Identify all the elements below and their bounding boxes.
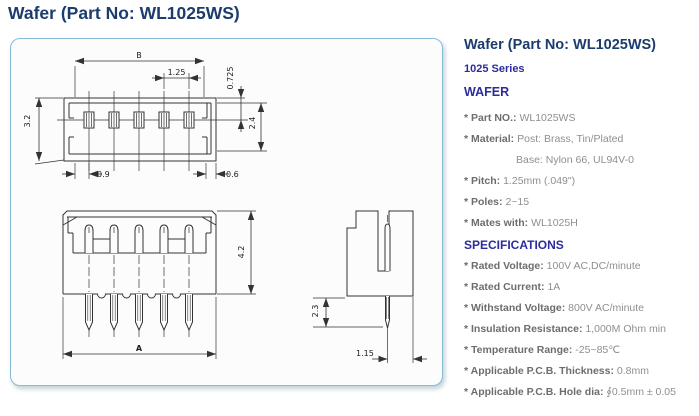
spec-value: 0.8mm: [616, 365, 649, 378]
spec-label: * Mates with:: [464, 217, 529, 230]
dim-offset-label: 0.725: [226, 67, 235, 90]
spec-row-part-no: * Part NO.: WL1025WS: [464, 108, 698, 129]
dim-pin-edge-label: 1.15: [356, 349, 374, 358]
spec-value: 1A: [547, 280, 561, 293]
spec-row-rated-current: * Rated Current: 1A: [464, 277, 698, 298]
spec-value: WL1025WS: [519, 112, 576, 124]
spec-value: ∮0.5mm ± 0.05: [606, 386, 676, 399]
dim-a-label: A: [136, 344, 143, 353]
spec-value: 1,000M Ohm min: [585, 322, 666, 335]
spec-label: * Material:: [464, 133, 515, 146]
series-label: 1025 Series: [464, 63, 525, 75]
spec-value: 100V AC,DC/minute: [546, 259, 641, 272]
spec-label: * Applicable P.C.B. Thickness:: [464, 365, 614, 378]
technical-drawing-card: B 1.25 0.725 2.4 3.2: [10, 38, 443, 386]
dim-pin-len-label: 2.3: [311, 305, 320, 318]
spec-value: 1.25mm (.049"): [503, 175, 576, 188]
dim-b-label: B: [136, 51, 142, 60]
spec-row-temperature-range: * Temperature Range: -25~85℃: [464, 340, 698, 361]
spec-label: * Temperature Range:: [464, 344, 573, 357]
technical-drawing: B 1.25 0.725 2.4 3.2: [23, 51, 427, 363]
dim-front-h-label: 4.2: [237, 246, 246, 259]
spec-label: * Rated Current:: [464, 280, 545, 293]
top-view: B 1.25 0.725 2.4 3.2: [23, 51, 267, 179]
spec-label: * Withstand Voltage:: [464, 301, 566, 314]
dim-left-m-label: 0.9: [97, 170, 110, 179]
spec-row-base: Base: Nylon 66, UL94V-0: [464, 150, 698, 171]
spec-label: * Part NO.:: [464, 112, 517, 124]
dim-body-h-label: 3.2: [23, 115, 32, 128]
dim-inner-h-label: 2.4: [248, 117, 257, 130]
spec-row-material: * Material: Post: Brass, Tin/Plated: [464, 129, 698, 150]
spec-value: -25~85℃: [575, 344, 621, 357]
spec-row-pcb-hole-dia: * Applicable P.C.B. Hole dia: ∮0.5mm ± 0…: [464, 382, 698, 403]
front-view-posts: [84, 224, 194, 253]
spec-row-withstand-voltage: * Withstand Voltage: 800V AC/minute: [464, 298, 698, 319]
spec-label: * Rated Voltage:: [464, 259, 544, 272]
spec-label: * Insulation Resistance:: [464, 322, 583, 335]
spec-value: 800V AC/minute: [568, 301, 645, 314]
section-wafer: WAFER: [464, 85, 510, 99]
spec-row-poles: * Poles: 2~15: [464, 192, 698, 213]
spec-label: * Pitch:: [464, 175, 501, 188]
spec-value: WL1025H: [531, 217, 578, 230]
front-view-legs: [85, 294, 193, 337]
spec-value: Base: Nylon 66, UL94V-0: [516, 154, 634, 167]
spec-value: 2~15: [505, 196, 530, 209]
front-view: 4.2 A: [62, 210, 256, 359]
spec-panel: Wafer (Part No: WL1025WS) 1025 Series WA…: [464, 36, 698, 403]
spec-row-pcb-thickness: * Applicable P.C.B. Thickness: 0.8mm: [464, 361, 698, 382]
page-title: Wafer (Part No: WL1025WS): [8, 3, 240, 23]
spec-value: Post: Brass, Tin/Plated: [517, 133, 624, 146]
spec-row-mates-with: * Mates with: WL1025H: [464, 213, 698, 234]
spec-label: * Poles:: [464, 196, 503, 209]
spec-row-insulation-resistance: * Insulation Resistance: 1,000M Ohm min: [464, 319, 698, 340]
spec-list: * Part NO.: WL1025WS * Material: Post: B…: [464, 108, 698, 403]
panel-title: Wafer (Part No: WL1025WS): [464, 37, 657, 53]
spec-row-pitch: * Pitch: 1.25mm (.049"): [464, 171, 698, 192]
top-view-pins: [83, 111, 195, 129]
spec-label: * Applicable P.C.B. Hole dia:: [464, 386, 604, 399]
dim-pitch-label: 1.25: [168, 68, 186, 77]
dim-right-m-label: 0.6: [226, 170, 239, 179]
spec-row-rated-voltage: * Rated Voltage: 100V AC,DC/minute: [464, 256, 698, 277]
section-specifications: SPECIFICATIONS: [464, 237, 564, 252]
side-view: 2.3 1.15: [311, 210, 427, 363]
